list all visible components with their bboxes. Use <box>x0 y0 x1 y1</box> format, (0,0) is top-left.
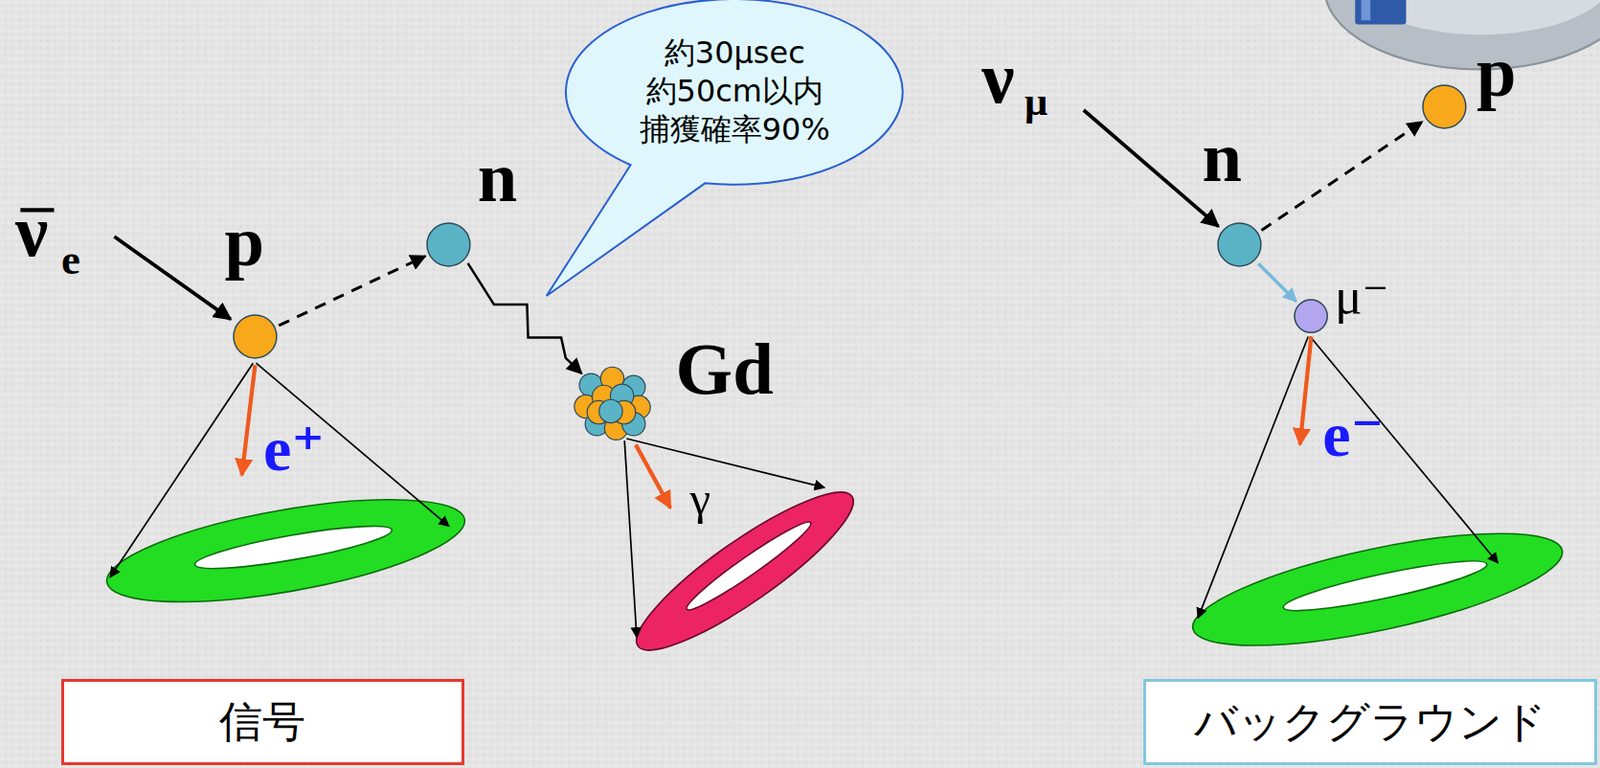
subscript-label: μ <box>1024 81 1048 123</box>
detector-picture <box>1324 0 1600 69</box>
callout-bubble: 約30μsec 約50cm以内 捕獲確率90% <box>565 0 903 185</box>
particle-tracks <box>242 336 1312 508</box>
panel-title: 信号 <box>219 697 306 746</box>
particle-shape <box>1293 298 1329 334</box>
particle-symbol: e⁻ <box>1322 403 1384 467</box>
gadolinium-nucleus: Gd <box>573 363 652 442</box>
callout-text: 約30μsec 約50cm以内 捕獲確率90% <box>639 34 831 150</box>
detector-tank <box>1324 0 1600 69</box>
particle-label: n <box>477 141 518 214</box>
panel-box: 信号 <box>61 678 465 767</box>
detector-top <box>1349 0 1600 35</box>
panel-title: バックグラウンド <box>1194 697 1547 746</box>
particle-symbol: ν <box>981 42 1015 116</box>
particle-shape <box>426 222 472 268</box>
subscript-label: e <box>61 238 81 282</box>
gamma-ring <box>620 471 870 672</box>
cherenkov-ring <box>1184 510 1571 669</box>
particle-label: p <box>1476 36 1516 109</box>
particle-symbol: ν <box>15 195 48 270</box>
neutrino-arrow <box>1083 110 1219 226</box>
cone-line <box>110 362 253 578</box>
electron-track <box>1300 336 1312 445</box>
cherenkov-ring <box>99 478 472 623</box>
proton-circle: p <box>232 314 278 360</box>
nucleus-shape <box>573 363 652 442</box>
neutrino-arrow <box>113 236 230 319</box>
particle-symbol: γ <box>689 474 711 522</box>
cone-line <box>1197 336 1308 618</box>
particle-ball <box>1217 223 1262 267</box>
reaction-arrow <box>278 255 426 325</box>
particle-label: n <box>1201 121 1241 194</box>
particle-ball <box>1422 85 1466 129</box>
cone-line <box>624 440 637 638</box>
cone-lines <box>110 336 1498 637</box>
neutron-circle: n <box>1216 222 1262 268</box>
particle-shape <box>232 314 278 360</box>
detector-module <box>1361 0 1372 21</box>
particle-symbol: e⁺ <box>263 417 325 481</box>
particle-label: μ⁻ <box>1334 270 1390 322</box>
nucleus-label: Gd <box>675 333 773 407</box>
proton-circle: p <box>1421 84 1467 130</box>
callout-outline <box>546 0 903 296</box>
particle-shape <box>1421 84 1467 130</box>
particle-label: p <box>224 205 264 278</box>
panel-box: バックグラウンド <box>1143 678 1598 767</box>
detector-module <box>1354 0 1406 25</box>
neutron-circle: n <box>426 222 472 268</box>
gamma-track <box>635 444 671 508</box>
nucleon-ball <box>599 400 623 424</box>
particle-ball <box>1294 299 1328 333</box>
cone-line <box>255 362 449 526</box>
particle-ball <box>233 315 277 359</box>
positron-track <box>242 364 256 475</box>
cone-line <box>1309 336 1498 563</box>
muon-circle: μ⁻ <box>1293 298 1329 334</box>
particle-shape <box>1216 222 1262 268</box>
particle-ball <box>427 223 471 267</box>
reaction-arrow <box>1261 121 1423 230</box>
reaction-arrow <box>1258 263 1297 302</box>
